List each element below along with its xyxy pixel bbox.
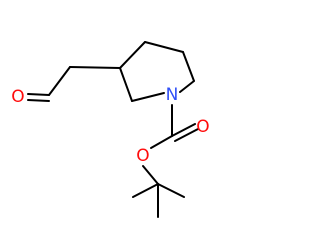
bond-c5-c6 [182, 51, 195, 82]
bond-cq-me-left [132, 183, 159, 198]
atom-label-n1: N [166, 85, 179, 105]
bond-carbonyl-o-1 [171, 123, 196, 137]
bond-carbonyl-o-ester [150, 135, 173, 149]
bond-c6-n1 [179, 80, 195, 93]
bond-c3-ch2 [69, 66, 121, 69]
atom-label-o-aldehyde: O [11, 87, 24, 107]
atom-label-o-carbonyl: O [196, 117, 209, 137]
bond-ch2-cho [48, 66, 71, 96]
bond-cho-o-2 [27, 99, 50, 102]
bond-c3-c4 [119, 41, 146, 69]
bond-cq-me-right [157, 183, 185, 198]
bond-o-ester-cq [142, 165, 159, 185]
bond-cho-o-1 [27, 93, 50, 96]
acetaldehyde-side-chain [27, 66, 121, 102]
bond-c4-c5 [144, 41, 184, 53]
bond-carbonyl-o-2 [174, 128, 199, 142]
bond-n1-c2 [131, 92, 165, 102]
boc-group [132, 104, 199, 218]
piperidine-ring [119, 41, 195, 102]
bond-c2-c3 [119, 67, 133, 102]
atom-label-o-ester: O [136, 146, 149, 166]
structure-diagram: N O O O [11, 41, 210, 218]
atom-labels: N O O O [11, 85, 209, 166]
